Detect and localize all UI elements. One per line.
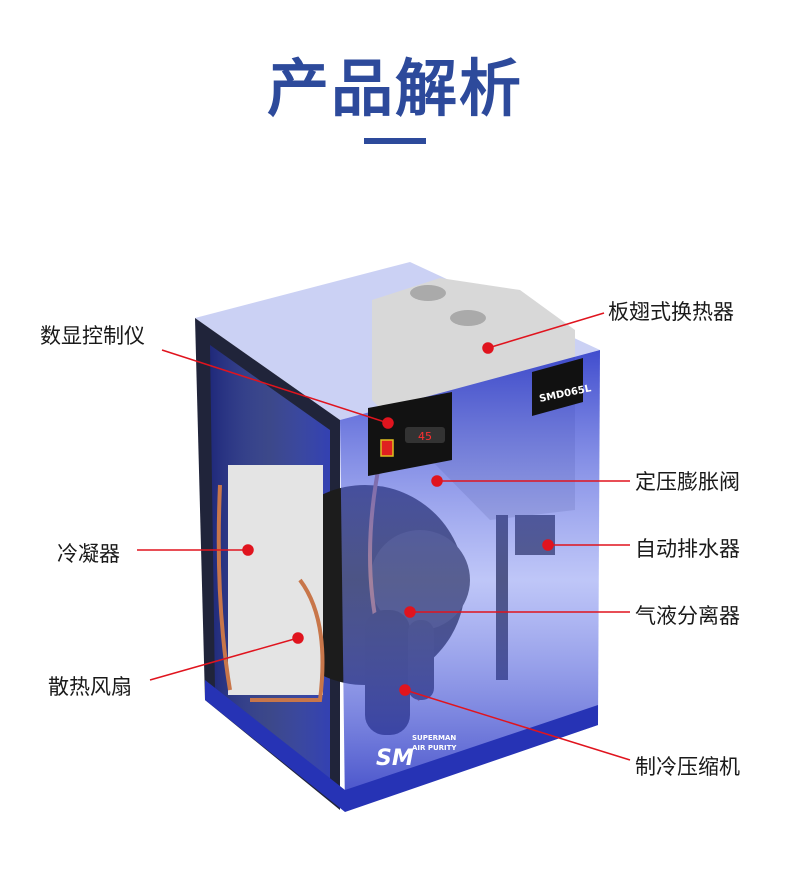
callout-fan: 散热风扇 — [48, 675, 132, 699]
digital-display — [405, 427, 445, 443]
model-badge — [532, 358, 583, 416]
page-title: 产品解析 — [266, 52, 523, 125]
callout-heat-exchanger: 板翅式换热器 — [608, 300, 734, 324]
callout-lines — [137, 312, 631, 761]
condenser — [228, 465, 323, 695]
base — [205, 680, 598, 812]
callout-expansion-valve: 定压膨胀阀 — [635, 470, 740, 494]
callout-controller: 数显控制仪 — [40, 324, 145, 348]
display-value: 45 — [418, 430, 432, 443]
callout-drain: 自动排水器 — [635, 537, 740, 561]
callout-compressor: 制冷压缩机 — [635, 755, 740, 779]
callout-separator: 气液分离器 — [635, 604, 740, 628]
brand-line1: SUPERMAN — [412, 734, 456, 742]
power-switch — [380, 439, 394, 457]
callout-condenser: 冷凝器 — [57, 542, 120, 566]
brand-line2: AIR PURITY — [412, 744, 457, 752]
title-underline — [364, 138, 426, 144]
brand-logo: SM — [376, 746, 414, 771]
